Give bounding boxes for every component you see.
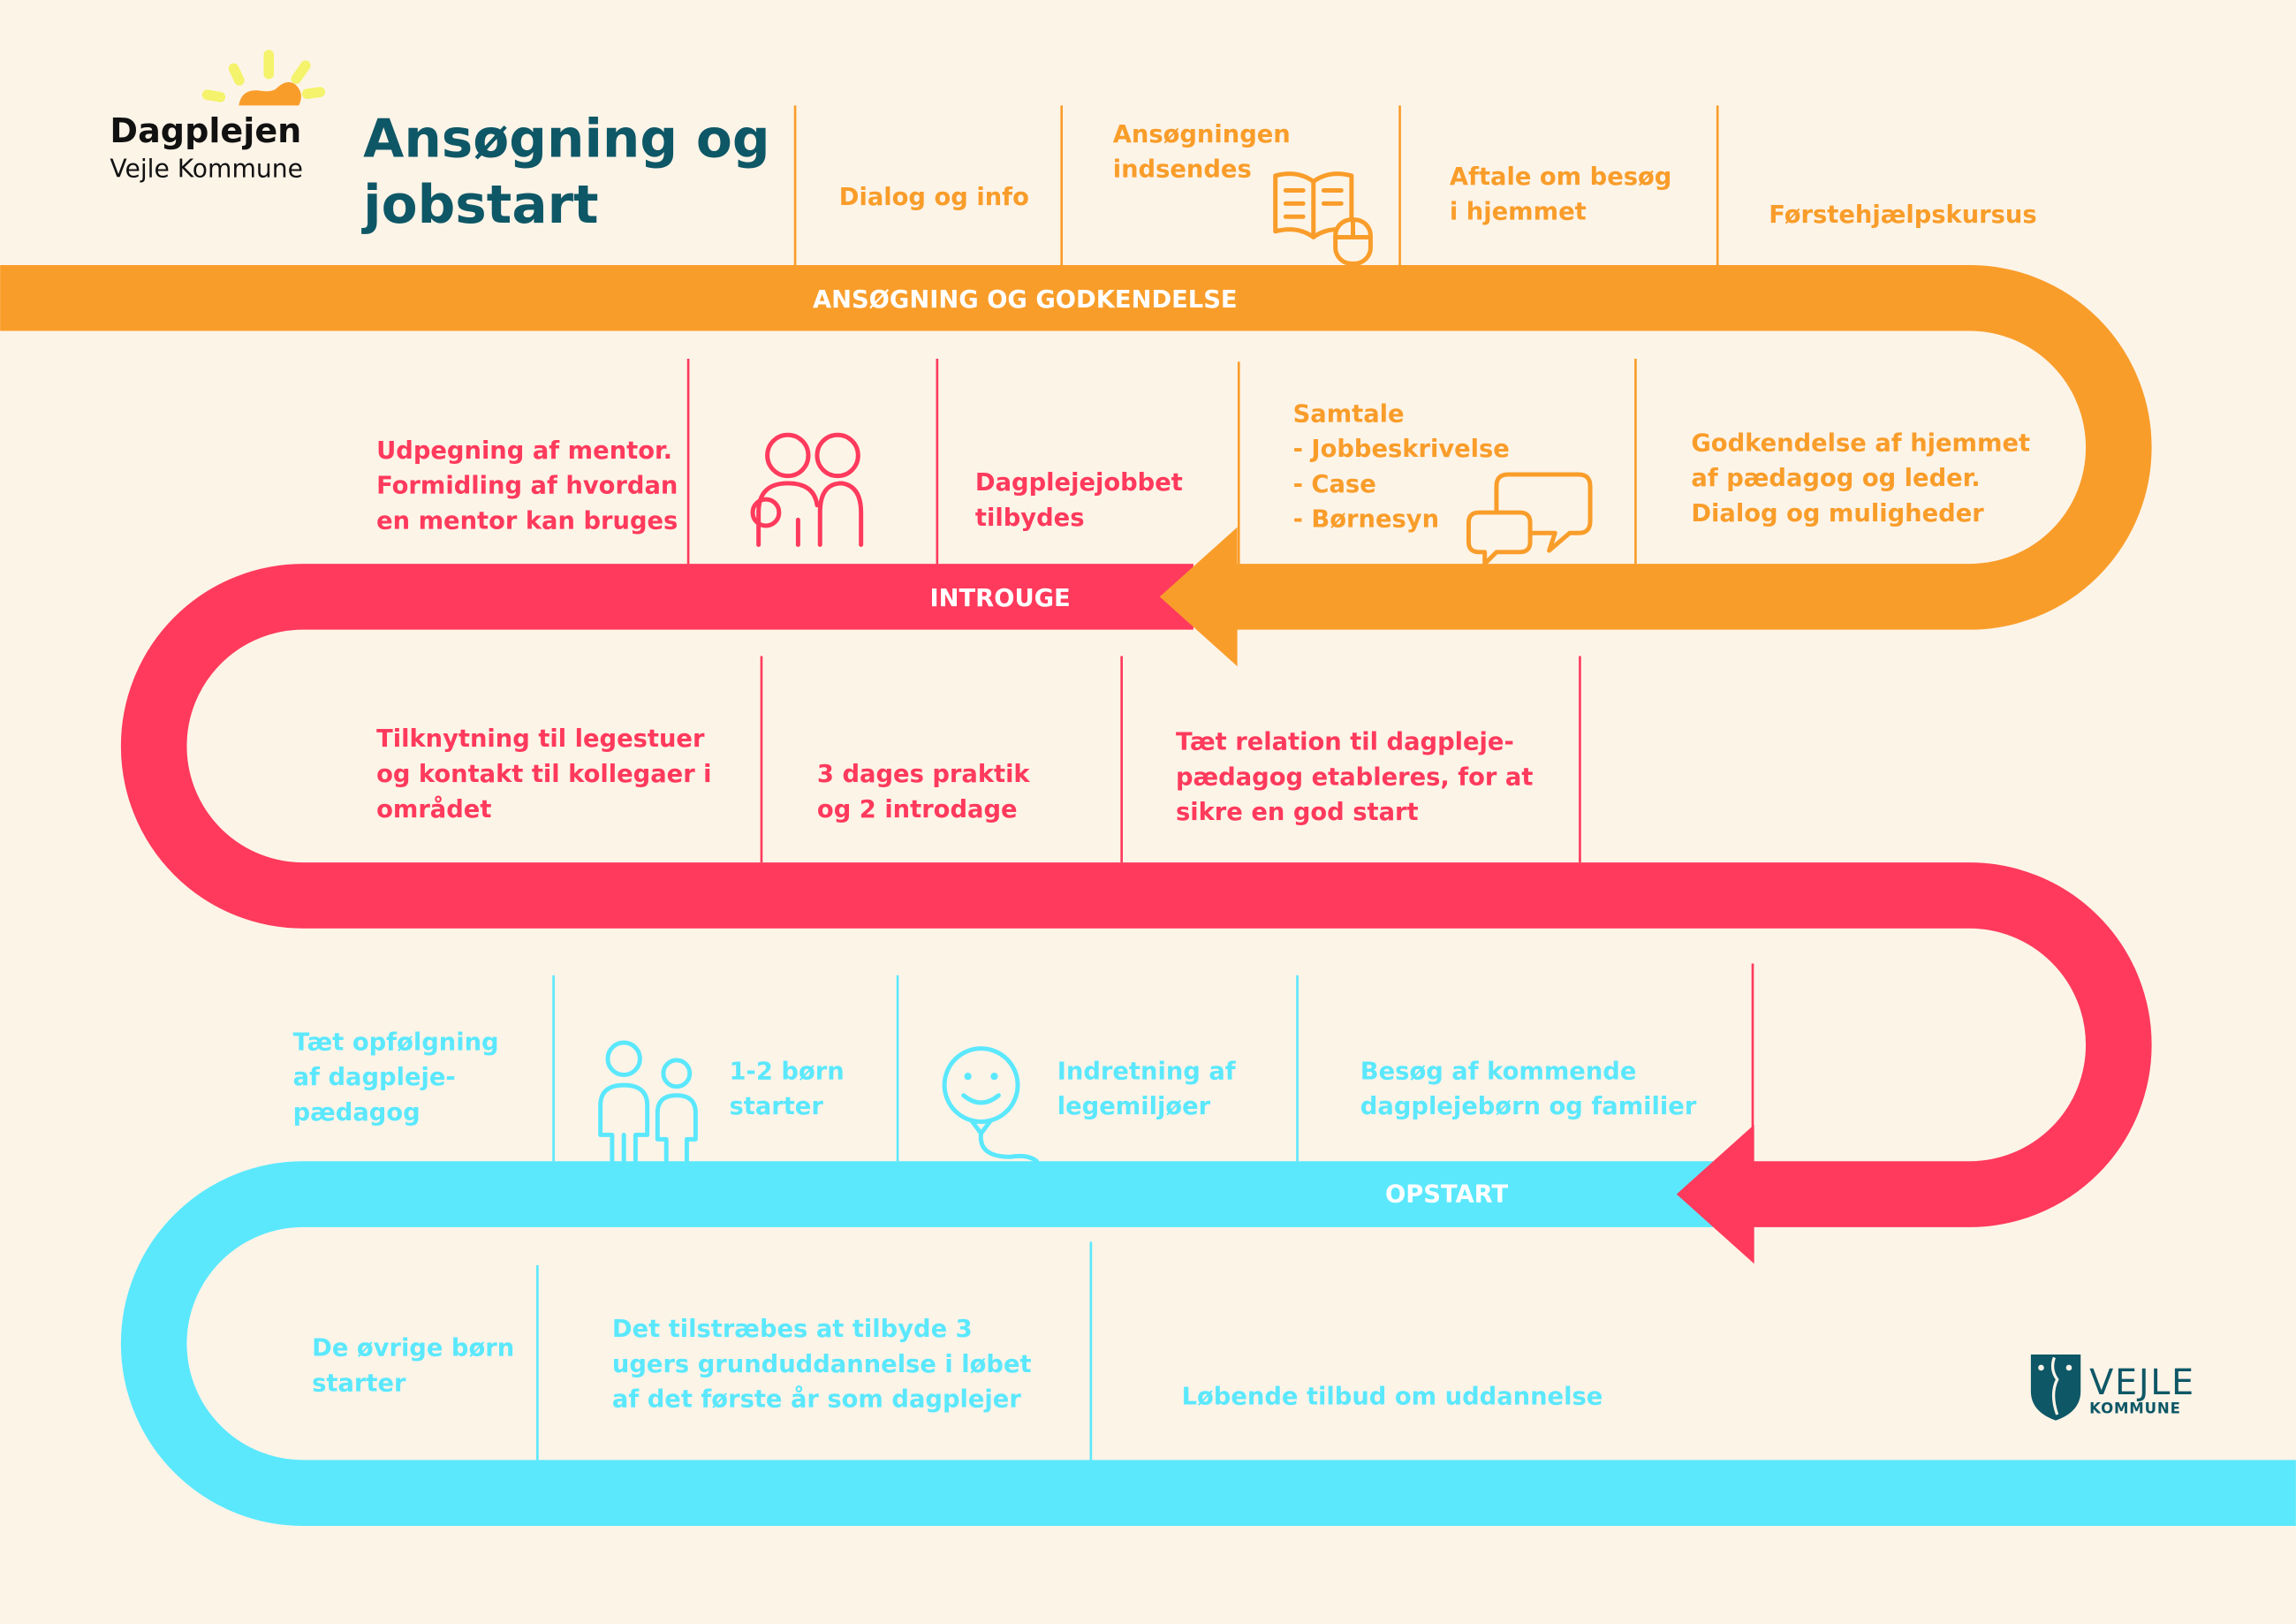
people-icon <box>750 432 864 548</box>
dagplejen-logo: Dagplejen Vejle Kommune <box>110 49 326 184</box>
step-dialog-info: Dialog og info <box>839 184 1029 211</box>
book-mouse-icon <box>1273 171 1373 266</box>
step-close-relation: Tæt relation til dagpleje-pædagog etable… <box>1176 729 1533 827</box>
smiley-balloon-icon <box>942 1046 1040 1164</box>
band-label-phase2: INTROUGE <box>929 585 1070 612</box>
logo-subtitle: Vejle Kommune <box>110 155 302 184</box>
dividers <box>536 105 1754 1461</box>
band-phase1-orange <box>0 264 2152 630</box>
band-label-phase1: ANSØGNING OG GODKENDELSE <box>813 286 1238 314</box>
children-icon <box>598 1040 698 1164</box>
step-first-aid-course: Førstehjælpskursus <box>1769 201 2036 229</box>
arrow-red <box>1676 1124 1754 1264</box>
band-label-phase3: OPSTART <box>1385 1181 1508 1209</box>
arrow-orange <box>1159 527 1238 667</box>
chat-bubbles-icon <box>1466 472 1593 566</box>
band-phase3-cyan <box>120 1161 2296 1526</box>
band-phase2-red <box>120 564 2152 1227</box>
page-title: Ansøgning og jobstart <box>361 109 788 236</box>
svg-text:VEJLE: VEJLE <box>2089 1362 2195 1403</box>
sun-icon <box>201 49 326 106</box>
svg-text:KOMMUNE: KOMMUNE <box>2089 1400 2181 1416</box>
step-interview: Samtale- Jobbeskrivelse- Case- Børnesyn <box>1293 400 1510 533</box>
vejle-kommune-logo: VEJLE KOMMUNE <box>2030 1355 2195 1421</box>
step-ongoing-education: Løbende tilbud om uddannelse <box>1182 1383 1603 1410</box>
logo-name: Dagplejen <box>110 111 301 150</box>
step-mentor: Udpegning af mentor.Formidling af hvorda… <box>376 437 678 535</box>
